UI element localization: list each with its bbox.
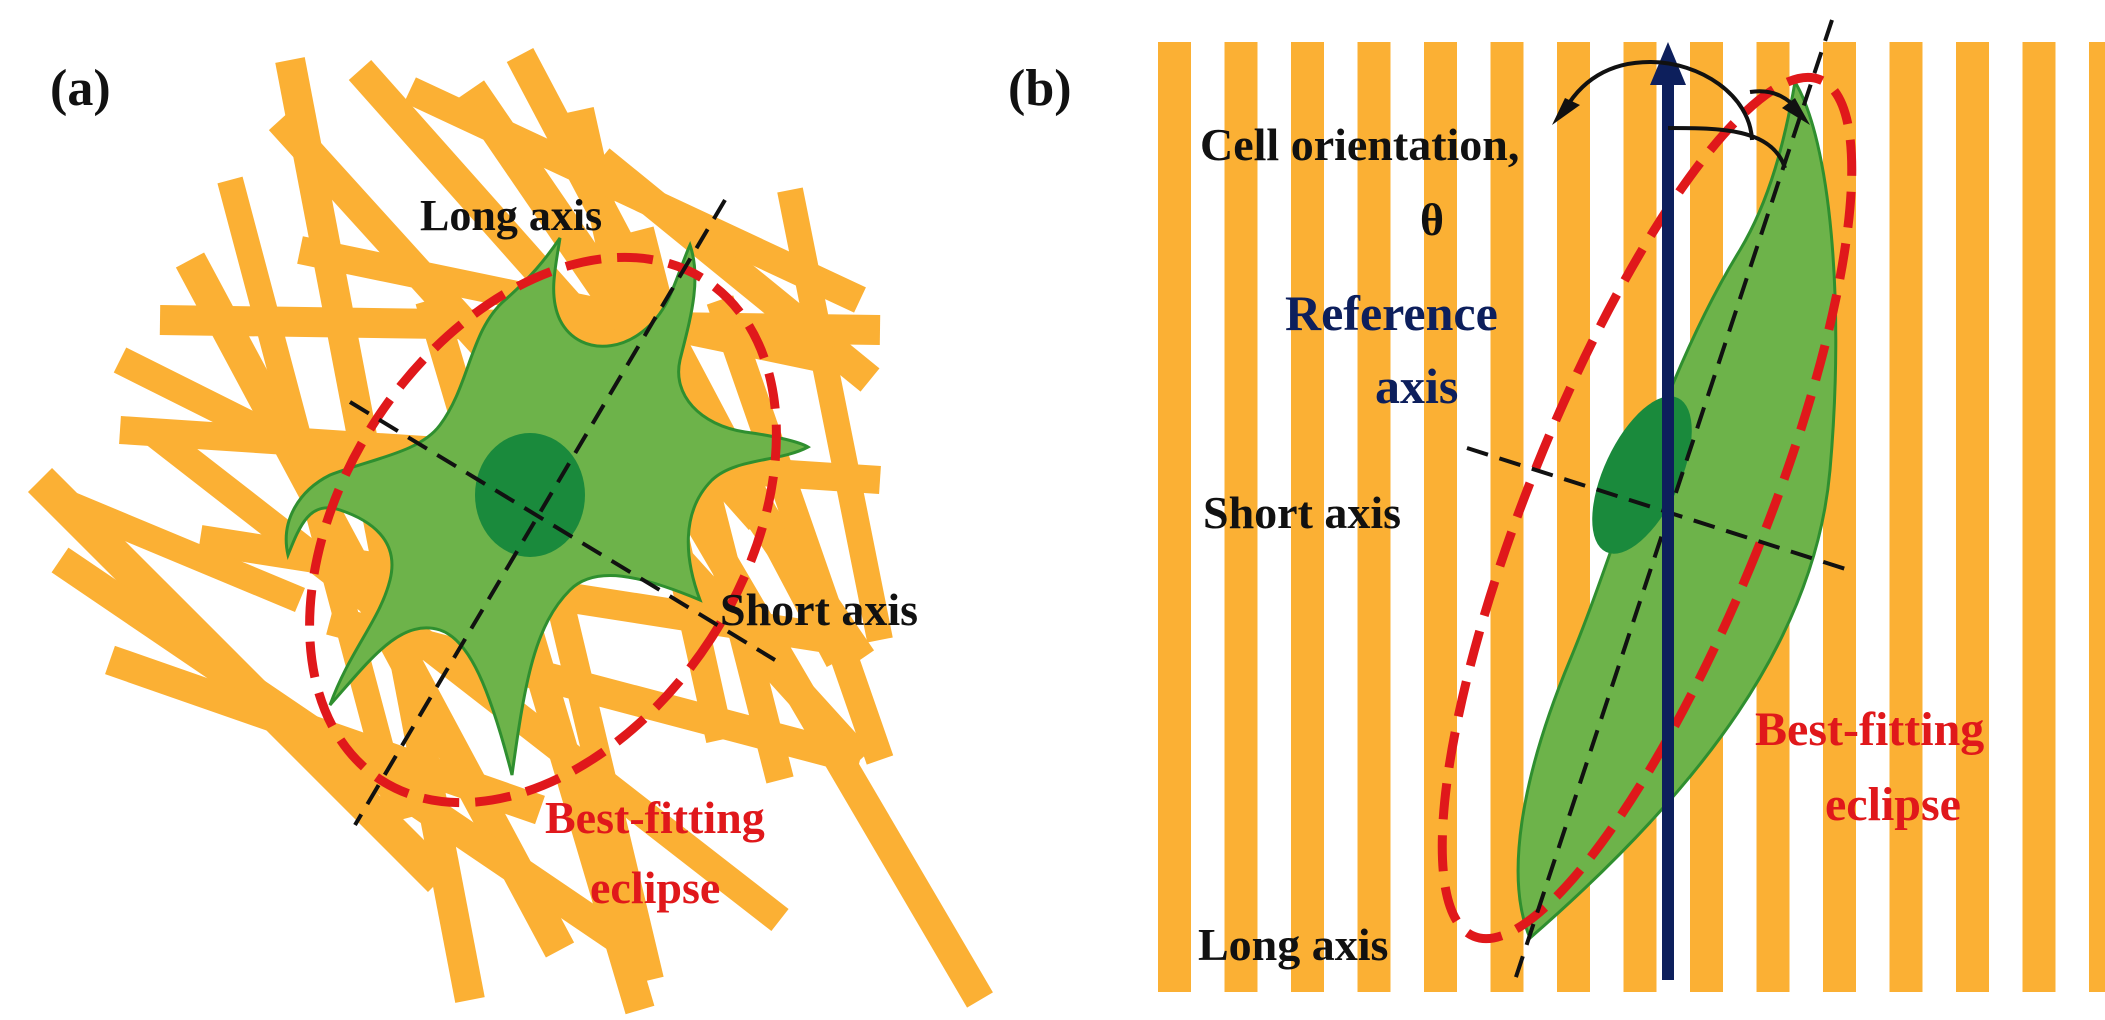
aligned-fiber-stripe	[1357, 42, 1391, 992]
fiber-strand	[54, 488, 305, 613]
panel-a-ellipse-label-2: eclipse	[590, 862, 720, 913]
aligned-fiber-stripe	[1889, 42, 1923, 992]
fiber-strand	[297, 236, 833, 374]
short-axis-line	[348, 400, 777, 662]
panel-b-short-axis-label: Short axis	[1203, 487, 1401, 538]
long-axis-line	[353, 198, 727, 827]
best-fitting-ellipse	[305, 252, 781, 808]
theta-label: θ	[1420, 194, 1444, 245]
aligned-fiber-stripe	[1224, 42, 1258, 992]
reference-axis-label-2: axis	[1375, 358, 1458, 414]
panel-b-ellipse-label-1: Best-fitting	[1755, 703, 1984, 756]
panel-a: (a) Long axis Short axis Best-fitting ec…	[27, 47, 993, 1015]
aligned-fiber-stripe	[1424, 42, 1457, 992]
orientation-angle-arc	[1552, 59, 1810, 169]
cell-orientation-label: Cell orientation,	[1200, 119, 1519, 170]
panel-b-tag: (b)	[1008, 60, 1072, 117]
panel-a-long-axis-label: Long axis	[420, 191, 602, 240]
panel-b-long-axis-label: Long axis	[1198, 919, 1388, 970]
fiber-strand	[105, 645, 545, 825]
panel-a-ellipse-label-1: Best-fitting	[545, 792, 765, 843]
panel-a-short-axis-label: Short axis	[720, 584, 918, 635]
fiber-strand	[777, 187, 893, 643]
aligned-fiber-stripe	[2022, 42, 2056, 992]
aligned-fiber-stripes	[1158, 42, 2105, 992]
panel-b: (b) Cell orientation, θ Reference axis S…	[1008, 19, 2105, 992]
best-fitting-ellipse-b	[1437, 72, 1857, 944]
aligned-fiber-stripe	[1823, 42, 1856, 992]
fiber-strand	[706, 295, 894, 765]
aligned-fiber-stripe	[1956, 42, 1989, 992]
panel-b-ellipse-label-2: eclipse	[1825, 778, 1961, 831]
aligned-fiber-stripe	[2089, 42, 2105, 992]
reference-axis-label-1: Reference	[1285, 285, 1498, 341]
cell-nucleus	[475, 433, 585, 557]
fiber-strand	[404, 77, 866, 313]
aligned-fiber-stripe	[1158, 42, 1191, 992]
elongated-cell	[1516, 77, 1838, 941]
panel-a-tag: (a)	[50, 60, 111, 117]
aligned-fiber-stripe	[1291, 42, 1324, 992]
